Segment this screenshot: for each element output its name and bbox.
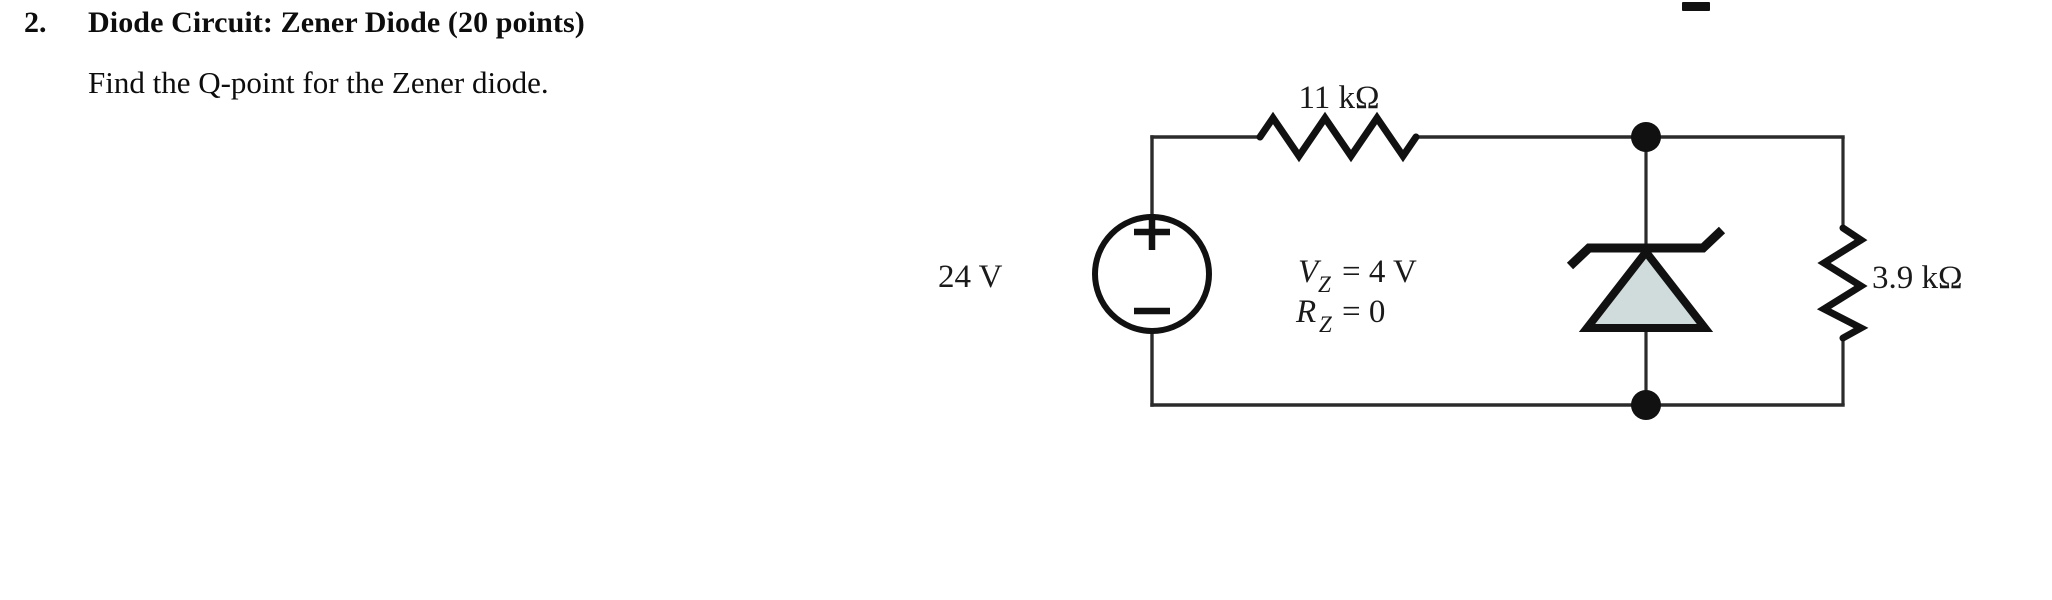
load-resistor-symbol (1816, 224, 1869, 342)
source-label: 24 V (938, 259, 1003, 295)
voltage-source-symbol (1092, 214, 1212, 334)
series-resistor-symbol (1256, 111, 1420, 163)
page-title: Diode Circuit: Zener Diode (20 points) (88, 6, 585, 39)
series-resistor-label: 11 kΩ (1298, 80, 1379, 116)
clipped-minus-stub (1682, 2, 1710, 11)
zener-vz-variable: V (1298, 254, 1322, 290)
zener-vz-value: = 4 V (1342, 254, 1417, 290)
zener-rz-label: R Z = 0 (1295, 294, 1385, 337)
problem-instruction: Find the Q-point for the Zener diode. (88, 65, 549, 100)
load-resistor-label: 3.9 kΩ (1872, 260, 1963, 296)
problem-heading: 2. Diode Circuit: Zener Diode (20 points… (24, 8, 964, 38)
problem-number: 2. (24, 6, 47, 39)
diode-triangle (1578, 245, 1714, 332)
zener-rz-subscript: Z (1319, 312, 1332, 337)
zener-rz-variable: R (1295, 294, 1316, 330)
node-dot-bottom (1631, 390, 1661, 420)
circuit-diagram: 11 kΩ 24 V 3.9 kΩ V Z = 4 V R Z = 0 (860, 0, 2052, 470)
zener-vz-label: V Z = 4 V (1298, 254, 1417, 297)
node-dot-top (1631, 122, 1661, 152)
zener-diode-symbol (1566, 226, 1726, 332)
zener-vz-subscript: Z (1318, 272, 1331, 297)
zener-rz-value: = 0 (1342, 294, 1385, 330)
zener-cathode-bar (1566, 226, 1726, 270)
